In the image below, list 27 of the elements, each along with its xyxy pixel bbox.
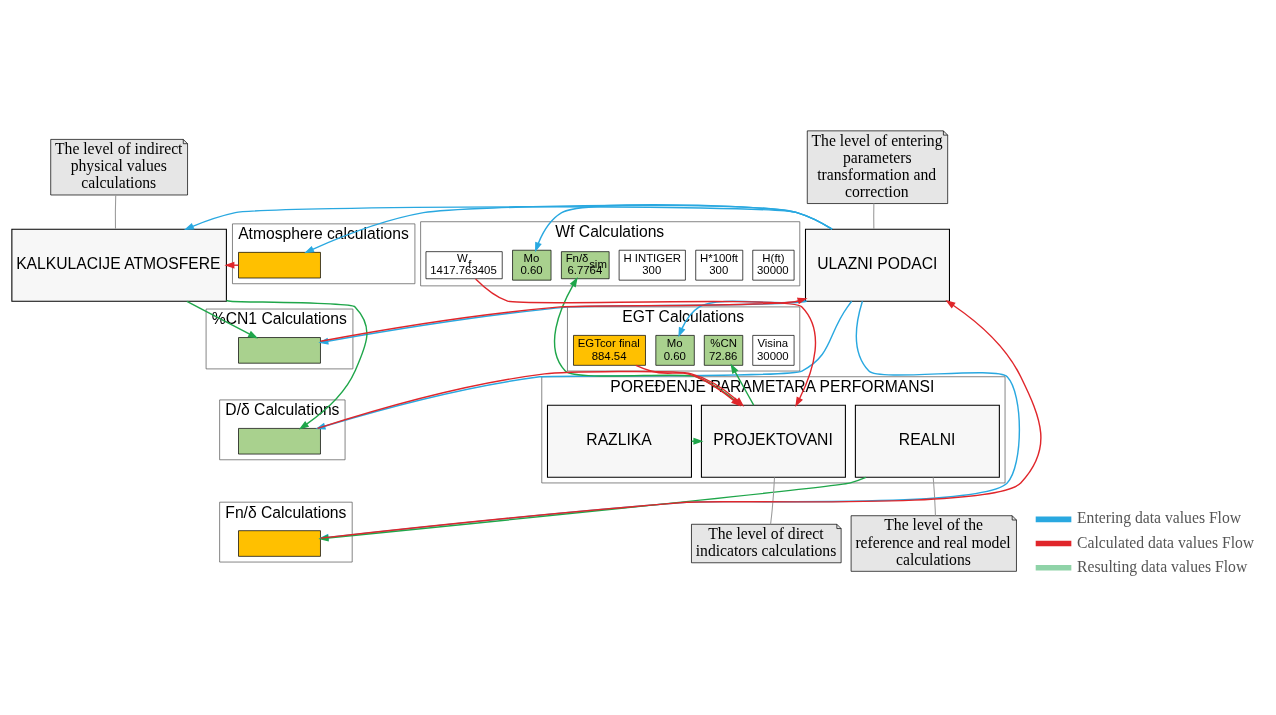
node-box: KALKULACIJE ATMOSFERE bbox=[11, 228, 227, 302]
node-box: EGTcor final 884.54 bbox=[573, 335, 646, 366]
node-box bbox=[238, 252, 321, 279]
connector bbox=[873, 203, 875, 230]
node-box: Visina 30000 bbox=[752, 335, 795, 366]
connector bbox=[770, 477, 776, 525]
cluster: Fn/δ Calculations bbox=[219, 501, 353, 563]
connector bbox=[114, 194, 117, 230]
arrow bbox=[224, 261, 240, 269]
connector bbox=[932, 477, 936, 517]
node-box bbox=[238, 530, 321, 557]
legend-label: Calculated data values Flow bbox=[1077, 533, 1255, 551]
legend-label: Entering data values Flow bbox=[1077, 509, 1242, 527]
node-box bbox=[238, 337, 321, 364]
node-box: ULAZNI PODACI bbox=[804, 228, 950, 302]
node-box: H INTIGER 300 bbox=[618, 249, 686, 281]
node-box: H(ft) 30000 bbox=[752, 249, 795, 281]
node-box: PROJEKTOVANI bbox=[700, 404, 846, 478]
node-box: REALNI bbox=[854, 404, 1000, 478]
node-box: RAZLIKA bbox=[546, 404, 692, 478]
node-box: H*100ft 300 bbox=[695, 249, 744, 281]
node-box bbox=[238, 428, 321, 455]
node-box: Mo 0.60 bbox=[655, 335, 695, 366]
arrow bbox=[304, 204, 833, 254]
node-box: Mo 0.60 bbox=[512, 249, 552, 281]
node-box: %CN 72.86 bbox=[703, 335, 744, 366]
legend-label: Resulting data values Flow bbox=[1077, 557, 1248, 575]
